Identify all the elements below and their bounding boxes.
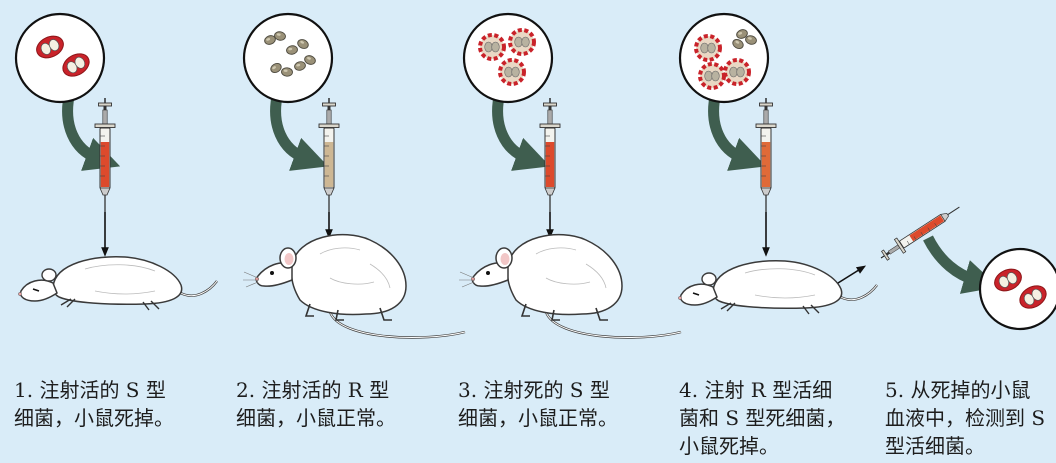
bacteria-circle-2 xyxy=(242,12,334,104)
mouse-alive-3 xyxy=(457,233,683,339)
caption-line: 5. 从死掉的小鼠 xyxy=(885,378,1031,402)
step-2 xyxy=(241,12,467,339)
caption-step-1: 1. 注射活的 S 型 细菌，小鼠死掉。 xyxy=(14,376,174,432)
syringe-2 xyxy=(318,98,340,212)
syringe-4 xyxy=(755,98,777,212)
step-3 xyxy=(457,12,683,339)
caption-line: 细菌，小鼠死掉。 xyxy=(14,406,174,430)
caption-line: 1. 注射活的 S 型 xyxy=(14,378,166,402)
syringe-1 xyxy=(94,98,116,212)
step-4 xyxy=(677,12,879,316)
arrow-curve-5 xyxy=(923,235,999,294)
mouse-dead-1 xyxy=(17,255,219,312)
step-5 xyxy=(837,206,1056,331)
caption-line: 4. 注射 R 型活细 xyxy=(679,378,833,402)
mouse-dead-4 xyxy=(677,259,879,316)
arrow-curve-1 xyxy=(62,90,121,171)
caption-line: 2. 注射活的 R 型 xyxy=(236,378,390,402)
mouse-alive-2 xyxy=(241,233,467,339)
arrow-small-5 xyxy=(837,265,867,284)
caption-line: 型活细菌。 xyxy=(885,434,985,458)
syringe-5 xyxy=(880,206,960,261)
step-1 xyxy=(14,12,219,312)
caption-step-4: 4. 注射 R 型活细 菌和 S 型死细菌， 小鼠死掉。 xyxy=(679,376,845,460)
caption-step-2: 2. 注射活的 R 型 细菌，小鼠正常。 xyxy=(236,376,396,432)
syringe-3 xyxy=(539,98,561,212)
caption-line: 细菌，小鼠正常。 xyxy=(458,406,618,430)
caption-line: 小鼠死掉。 xyxy=(679,434,779,458)
caption-step-3: 3. 注射死的 S 型 细菌，小鼠正常。 xyxy=(458,376,618,432)
caption-line: 血液中，检测到 S xyxy=(885,406,1046,430)
bacteria-circle-1 xyxy=(14,12,106,104)
caption-line: 细菌，小鼠正常。 xyxy=(236,406,396,430)
bacteria-circle-5 xyxy=(978,247,1056,331)
bacteria-circle-4 xyxy=(678,12,770,104)
bacteria-circle-3 xyxy=(462,12,554,104)
caption-step-5: 5. 从死掉的小鼠 血液中，检测到 S 型活细菌。 xyxy=(885,376,1045,460)
caption-line: 菌和 S 型死细菌， xyxy=(679,406,846,430)
caption-line: 3. 注射死的 S 型 xyxy=(458,378,610,402)
arrow-curve-2 xyxy=(270,90,329,171)
